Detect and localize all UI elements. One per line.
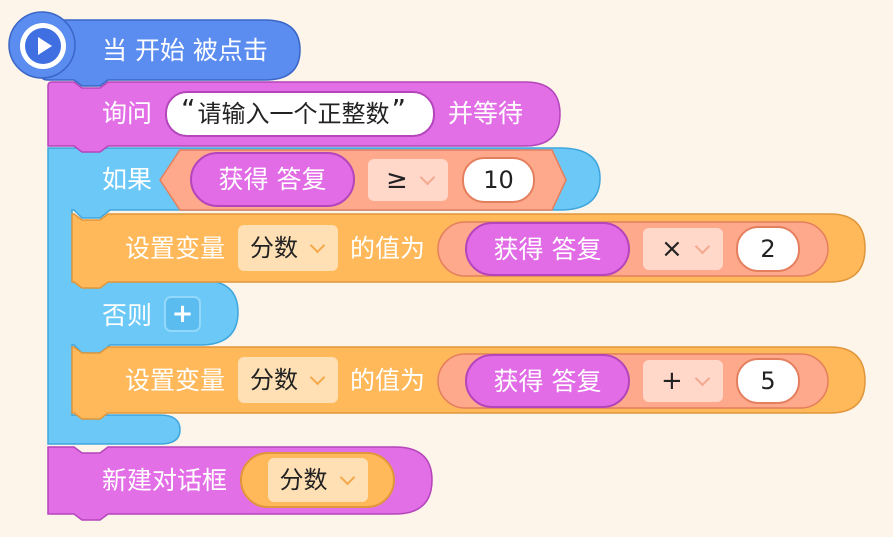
chevron-down-icon: [339, 469, 355, 486]
then-variable-dropdown[interactable]: 分数: [238, 225, 338, 271]
dialog-variable-label: 分数: [279, 466, 328, 494]
chevron-down-icon: [309, 237, 326, 254]
condition-left-reporter[interactable]: 获得 答复: [190, 152, 355, 207]
then-expr-left-reporter[interactable]: 获得 答复: [465, 222, 630, 276]
else-variable-dropdown[interactable]: 分数: [238, 357, 338, 403]
else-label: 否则: [102, 301, 153, 330]
else-expr-right-input[interactable]: 5: [736, 358, 800, 404]
then-operator-label: ×: [661, 234, 683, 264]
else-expr-right-value: 5: [760, 367, 776, 395]
dialog-variable-reporter[interactable]: 分数: [240, 452, 395, 508]
then-expr-right-input[interactable]: 2: [736, 226, 800, 272]
else-expr-left-reporter[interactable]: 获得 答复: [465, 354, 630, 408]
chevron-down-icon: [694, 370, 711, 387]
quote-close: ”: [391, 93, 407, 126]
if-label: 如果: [102, 165, 153, 194]
condition-operator-dropdown[interactable]: ≥: [368, 159, 448, 201]
condition-right-input[interactable]: 10: [462, 157, 535, 203]
condition-operator-label: ≥: [386, 165, 408, 195]
chevron-down-icon: [309, 369, 326, 386]
then-set-label: 设置变量: [125, 234, 226, 263]
plus-icon: +: [171, 299, 194, 329]
play-icon[interactable]: [20, 23, 66, 69]
event-label: 当 开始 被点击: [102, 36, 268, 65]
then-expr-right-value: 2: [760, 235, 776, 263]
then-operator-dropdown[interactable]: ×: [643, 228, 723, 270]
condition-left-label: 获得 答复: [218, 165, 327, 194]
then-expr-left-label: 获得 答复: [493, 234, 602, 264]
condition-right-value: 10: [483, 166, 514, 194]
then-value-label: 的值为: [350, 234, 426, 263]
else-set-label: 设置变量: [125, 366, 226, 395]
dialog-label: 新建对话框: [102, 466, 228, 495]
else-operator-label: +: [661, 366, 683, 396]
else-variable-label: 分数: [250, 366, 298, 394]
dialog-variable-dropdown[interactable]: 分数: [267, 458, 368, 502]
else-expr-left-label: 获得 答复: [493, 366, 602, 396]
chevron-down-icon: [694, 238, 711, 255]
ask-wait-label: 并等待: [448, 99, 524, 128]
question-text: 请输入一个正整数: [197, 100, 390, 128]
quote-open: “: [181, 93, 196, 126]
else-add-button[interactable]: +: [164, 296, 201, 332]
chevron-down-icon: [419, 169, 436, 186]
play-triangle-icon: [25, 28, 61, 64]
else-operator-dropdown[interactable]: +: [643, 360, 723, 402]
then-variable-label: 分数: [250, 234, 298, 262]
ask-label: 询问: [102, 99, 153, 128]
else-value-label: 的值为: [350, 366, 426, 395]
question-input[interactable]: “ 请输入一个正整数 ”: [165, 91, 435, 137]
